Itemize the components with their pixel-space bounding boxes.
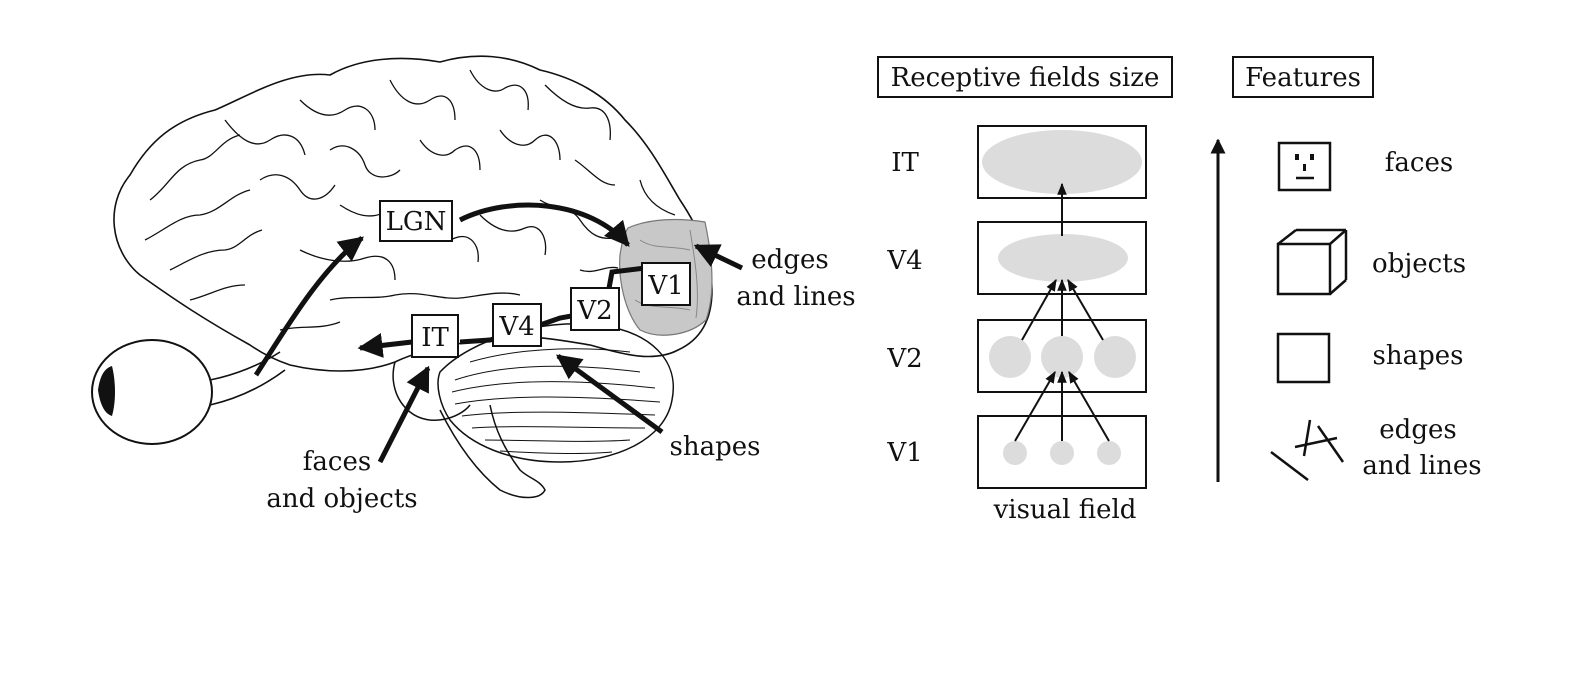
receptive-field-v1 xyxy=(1097,441,1121,465)
cube-icon xyxy=(1276,228,1348,296)
v1-label: V1 xyxy=(641,262,691,306)
feature-label-faces: faces xyxy=(1385,148,1453,178)
receptive-fields-panel: Receptive fields size IT V4 V2 V1 xyxy=(877,56,1173,525)
feature-label-edges-line1: edges xyxy=(1379,415,1456,445)
features-header: Features xyxy=(1245,63,1361,93)
cerebellum-folia xyxy=(451,348,661,455)
receptive-field-v2 xyxy=(1094,336,1136,378)
square-icon xyxy=(1276,332,1331,384)
lgn-label: LGN xyxy=(379,200,453,242)
convergence-arrows xyxy=(1014,182,1110,442)
svg-text:IT: IT xyxy=(421,323,449,353)
features-header-box xyxy=(1232,56,1374,98)
level-label-v4: V4 xyxy=(886,246,922,276)
svg-text:V4: V4 xyxy=(498,312,534,342)
ventral-stream-line xyxy=(459,265,646,345)
receptive-field-v2 xyxy=(989,336,1031,378)
face-icon xyxy=(1277,141,1332,192)
receptive-header: Receptive fields size xyxy=(891,63,1160,93)
shapes-annotation-arrow xyxy=(555,353,664,435)
receptive-field-v1 xyxy=(1050,441,1074,465)
temporal-lobe-contour xyxy=(392,361,471,421)
it-to-temporal-arrow xyxy=(357,333,413,358)
level-label-it: IT xyxy=(891,148,919,178)
faces-annotation-line2: and objects xyxy=(266,484,417,514)
v1-region-texture xyxy=(634,229,698,319)
feature-label-edges-line2: and lines xyxy=(1362,451,1481,481)
eye-icon xyxy=(91,339,286,445)
svg-text:V2: V2 xyxy=(576,296,612,326)
receptive-field-it xyxy=(982,130,1142,194)
receptive-field-v2 xyxy=(1041,336,1083,378)
shapes-annotation: shapes xyxy=(670,432,761,462)
feature-label-objects: objects xyxy=(1372,249,1466,279)
feature-label-shapes: shapes xyxy=(1373,341,1464,371)
level-label-v2: V2 xyxy=(886,344,922,374)
receptive-field-v1 xyxy=(1003,441,1027,465)
v4-label: V4 xyxy=(492,303,542,347)
brain-illustration: LGN V1 V2 V4 IT edges and lines shapes f… xyxy=(91,55,856,514)
edges-annotation-arrow xyxy=(693,243,744,271)
eye-to-lgn-arrow xyxy=(253,236,364,377)
v2-label: V2 xyxy=(570,287,620,331)
level-label-v1: V1 xyxy=(886,438,922,468)
faces-annotation-line1: faces xyxy=(303,447,371,477)
edges-annotation-line2: and lines xyxy=(736,282,855,312)
brainstem xyxy=(439,404,546,499)
features-panel: Features faces objects shapes xyxy=(1210,56,1482,482)
lgn-to-v1-arrow xyxy=(458,202,630,247)
receptive-field-v4 xyxy=(998,234,1128,282)
svg-text:V1: V1 xyxy=(647,271,683,301)
edges-annotation-line1: edges xyxy=(751,245,828,275)
it-label: IT xyxy=(411,314,459,358)
svg-text:LGN: LGN xyxy=(386,207,447,237)
faces-annotation-arrow xyxy=(377,365,431,464)
visual-field-label: visual field xyxy=(993,495,1137,525)
receptive-header-box xyxy=(877,56,1173,98)
edges-lines-icon xyxy=(1270,419,1345,481)
